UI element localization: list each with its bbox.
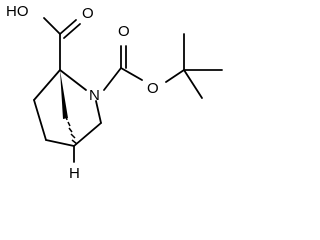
hash-bond-c7-c4 bbox=[65, 115, 78, 145]
molecule-diagram: HO O N O O H bbox=[6, 3, 223, 182]
bond-c6-c5 bbox=[33, 99, 47, 141]
bond-bocc-oester bbox=[120, 67, 143, 81]
bond-c5-c4 bbox=[45, 139, 75, 147]
bond-c4-c3 bbox=[73, 122, 102, 147]
bond-tbu-me3 bbox=[183, 69, 203, 99]
bond-n-c1 bbox=[59, 69, 87, 91]
atom-label-boc-o-carbonyl: O bbox=[118, 23, 130, 40]
wedge-bond-c1-c7 bbox=[60, 70, 68, 119]
bond-acidc-oh bbox=[43, 17, 61, 35]
structure-canvas: HO O N O O H bbox=[6, 3, 223, 182]
bond-c1-c6 bbox=[33, 69, 61, 101]
bond-n-bocc bbox=[103, 67, 122, 91]
bond-c3-n bbox=[95, 100, 102, 124]
atom-label-acid-o: O bbox=[82, 5, 94, 22]
atom-label-h: H bbox=[69, 165, 80, 182]
atom-label-n: N bbox=[89, 87, 100, 104]
bond-acidc-o-b bbox=[63, 23, 81, 39]
bond-acidc-o-a bbox=[59, 19, 77, 35]
atom-label-oh: HO bbox=[6, 3, 29, 20]
atom-label-boc-o-ester: O bbox=[147, 80, 159, 97]
bond-oester-tbu bbox=[165, 69, 185, 83]
